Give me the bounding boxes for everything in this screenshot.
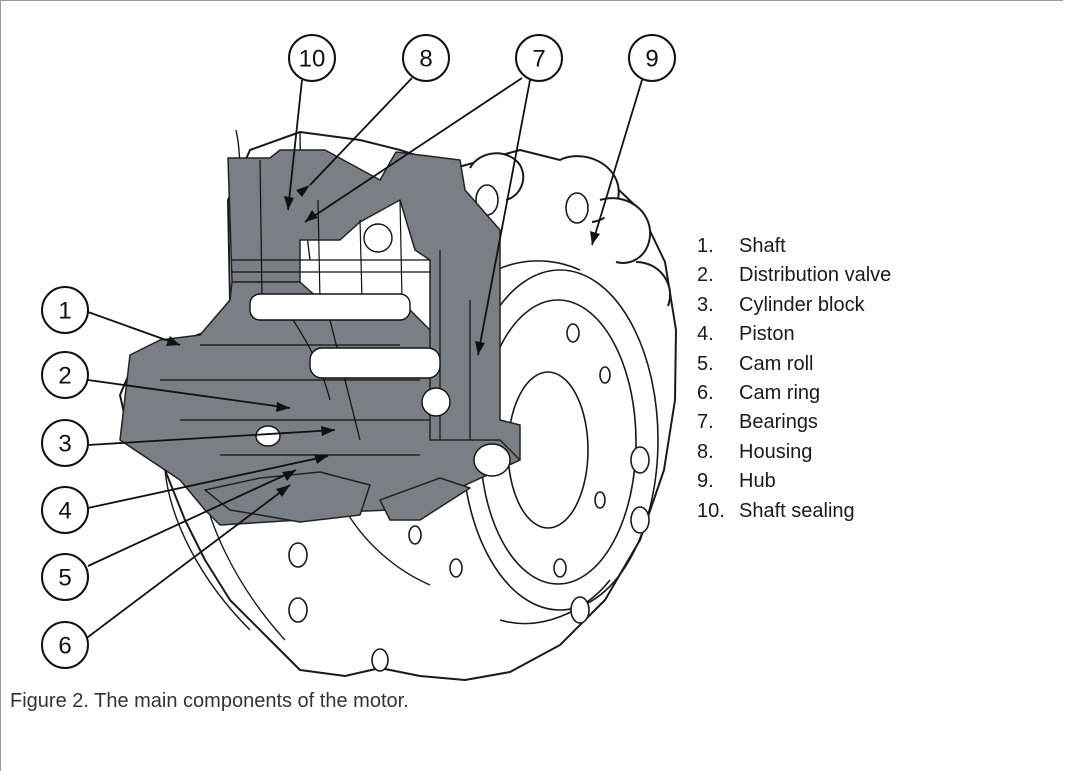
callout-number-6: 6 <box>58 633 71 660</box>
legend-item: 7. Bearings <box>697 408 891 437</box>
legend-number: 8. <box>697 440 714 463</box>
callout-number-2: 2 <box>58 363 71 390</box>
legend-number: 5. <box>697 352 714 375</box>
shaft-rollers <box>249 223 511 477</box>
component-legend: 1. Shaft 2. Distribution valve 3. Cylinder … <box>697 232 891 526</box>
callout-number-5: 5 <box>58 565 71 592</box>
callout-number-1: 1 <box>58 298 71 325</box>
legend-number: 2. <box>697 264 714 287</box>
legend-item: 10. Shaft sealing <box>697 497 891 526</box>
callout-circle-6 <box>41 621 89 669</box>
callout-number-8: 8 <box>419 46 432 73</box>
legend-item: 4. Piston <box>697 320 891 349</box>
legend-item: 5. Cam roll <box>697 350 891 379</box>
legend-number: 7. <box>697 411 714 434</box>
legend-label: Piston <box>739 323 795 346</box>
legend-number: 6. <box>697 381 714 404</box>
legend-label: Shaft <box>739 235 786 257</box>
section-details <box>160 159 471 456</box>
callout-number-7: 7 <box>532 46 545 73</box>
callout-number-4: 4 <box>58 498 71 525</box>
hub-bolt-holes <box>262 184 650 672</box>
legend-label: Cylinder block <box>739 293 865 316</box>
callout-circle-7 <box>515 34 563 82</box>
callout-circle-10 <box>288 34 336 82</box>
leader-lines <box>83 77 643 641</box>
legend-label: Bearings <box>739 411 818 434</box>
legend-label: Distribution valve <box>739 264 892 287</box>
legend-number: 3. <box>697 293 714 316</box>
callout-circle-5 <box>41 553 89 601</box>
callout-circle-1 <box>41 286 89 334</box>
callout-circle-4 <box>41 486 89 534</box>
callout-number-3: 3 <box>58 431 71 458</box>
legend-item: 6. Cam ring <box>697 379 891 408</box>
legend-label: Hub <box>739 470 776 493</box>
legend-item: 9. Hub <box>697 467 891 496</box>
legend-label: Cam ring <box>739 381 821 404</box>
leader-arrowheads <box>166 185 600 497</box>
legend-item: 3. Cylinder block <box>697 291 891 320</box>
callout-number-9: 9 <box>645 46 658 73</box>
legend-number: 10. <box>697 499 725 522</box>
legend-label: Housing <box>739 440 813 463</box>
legend-label: Shaft sealing <box>739 499 855 522</box>
legend-item: 8. Housing <box>697 438 891 467</box>
legend-number: 1. <box>697 235 714 257</box>
legend-number: 4. <box>697 323 714 346</box>
figure-caption: Figure 2. The main components of the mot… <box>10 690 409 712</box>
legend-item: 2. Distribution valve <box>697 261 891 290</box>
callout-circle-8 <box>402 34 450 82</box>
section-cut <box>119 149 521 526</box>
callout-circles <box>41 34 676 669</box>
legend-label: Cam roll <box>739 352 814 375</box>
legend-item: 1. Shaft <box>697 232 891 261</box>
callout-number-10: 10 <box>299 46 326 73</box>
legend-number: 9. <box>697 470 714 493</box>
callout-circle-2 <box>41 351 89 399</box>
callout-numbers: 1 2 3 4 5 6 10 8 7 9 <box>58 46 658 660</box>
callout-circle-3 <box>41 419 89 467</box>
callout-circle-9 <box>628 34 676 82</box>
